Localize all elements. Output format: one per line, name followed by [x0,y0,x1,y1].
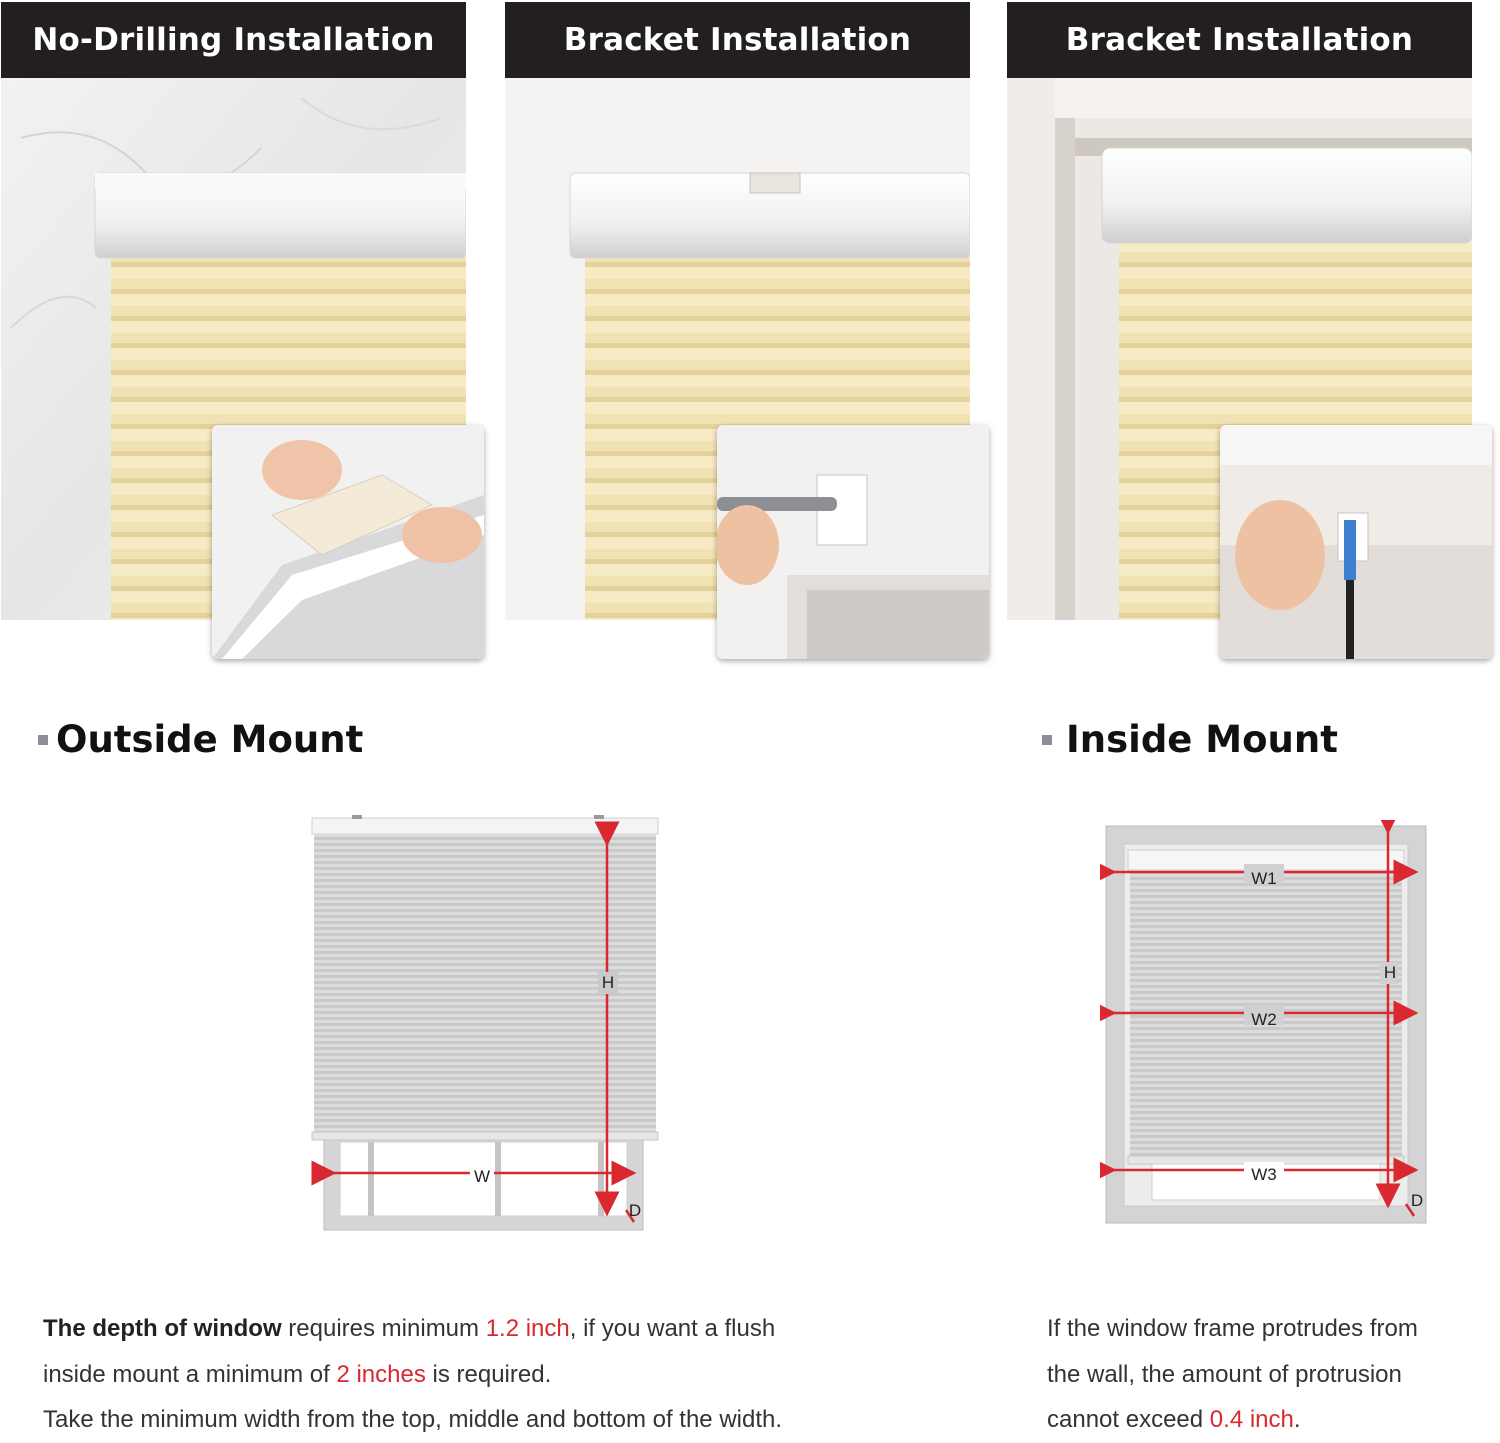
note-text: , if you want a flush [569,1315,776,1342]
note-text: cannot exceed [1047,1406,1210,1433]
note-line-1: The depth of window requires minimum 1.2… [43,1306,943,1352]
heading-text: Outside Mount [56,718,364,761]
panel-title: Bracket Installation [1007,2,1472,78]
panel-title: Bracket Installation [505,2,970,78]
outside-mount-note: The depth of window requires minimum 1.2… [43,1306,943,1443]
note-line-2: the wall, the amount of protrusion [1047,1360,1402,1388]
note-line-1: If the window frame protrudes from [1047,1315,1418,1342]
depth-bold-text: The depth of window [43,1315,282,1342]
inset-screw [717,425,989,659]
w3-label: W3 [1251,1165,1277,1184]
protrusion-value: 0.4 inch [1209,1406,1294,1433]
inside-mount-diagram: W1 W2 W3 H D [1100,820,1427,1224]
note-text: is required. [425,1360,552,1388]
min-depth-value: 1.2 inch [485,1315,570,1342]
inset-inside-bracket [1220,425,1492,659]
panel-title: No-Drilling Installation [1,2,466,78]
note-text: inside mount a minimum of [43,1360,337,1388]
outside-mount-heading: Outside Mount [38,718,363,761]
note-text: . [1293,1406,1301,1433]
heading-text: Inside Mount [1066,718,1338,761]
depth-label: D [1411,1191,1423,1210]
height-label: H [1384,963,1396,982]
height-label: H [602,973,614,992]
note-line-3: cannot exceed 0.4 inch. [1047,1397,1487,1443]
inside-mount-note: If the window frame protrudes from the w… [1047,1306,1487,1443]
inset-adhesive [212,425,484,659]
bullet-icon [1042,734,1052,745]
width-label: W [474,1167,490,1186]
note-line-2: inside mount a minimum of 2 inches is re… [43,1352,943,1398]
inside-mount-heading: Inside Mount [1042,718,1338,761]
flush-depth-value: 2 inches [336,1360,426,1388]
note-line-3: Take the minimum width from the top, mid… [43,1406,783,1433]
w2-label: W2 [1251,1010,1277,1029]
bullet-icon [38,734,48,745]
depth-label: D [629,1201,641,1220]
outside-mount-diagram: H W D [311,815,659,1231]
w1-label: W1 [1251,869,1277,888]
note-text: requires minimum [281,1315,486,1342]
